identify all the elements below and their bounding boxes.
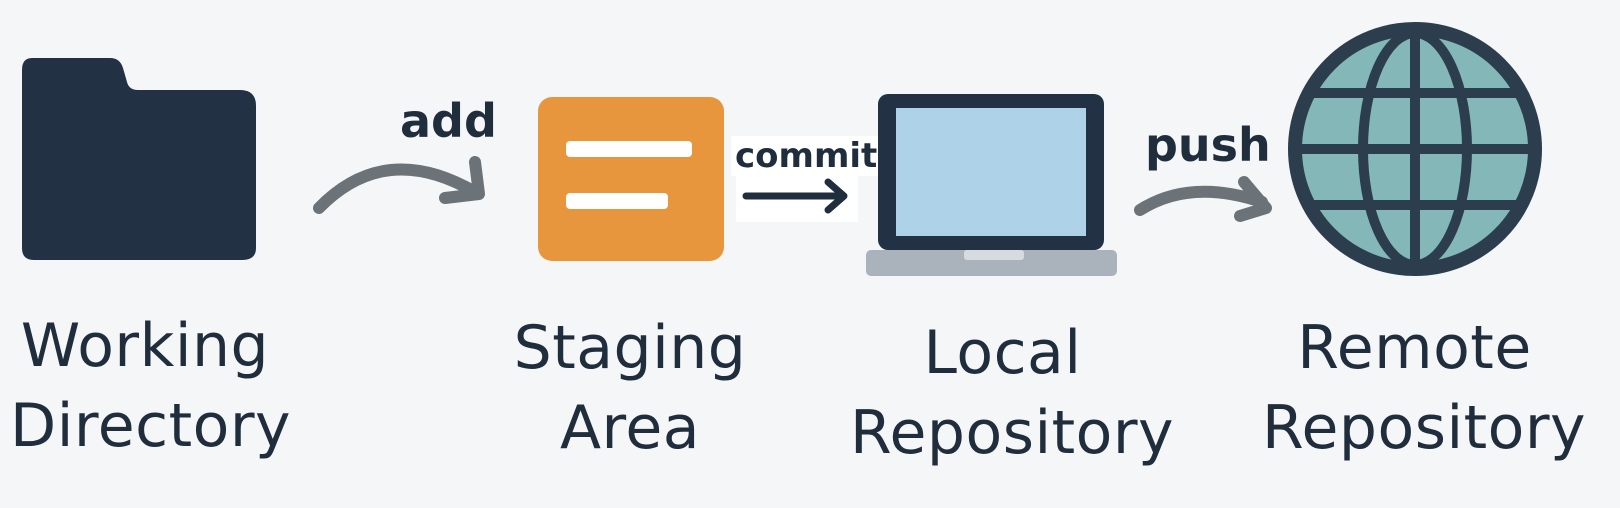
staging-card-icon bbox=[538, 97, 724, 261]
globe-icon bbox=[1288, 22, 1542, 276]
staging-area-label: Staging Area bbox=[510, 308, 750, 468]
remote-repository-label: Remote Repository bbox=[1262, 308, 1587, 468]
local-repository-line2: Repository bbox=[850, 398, 1175, 468]
remote-repository-line2: Repository bbox=[1262, 393, 1587, 463]
staging-area-line1: Staging bbox=[513, 313, 747, 383]
commit-arrow bbox=[736, 172, 858, 222]
working-directory-line1: Working bbox=[20, 311, 270, 381]
staging-area-line2: Area bbox=[559, 393, 701, 463]
local-repository-label: Local Repository bbox=[850, 313, 1175, 473]
folder-icon bbox=[22, 58, 256, 260]
commit-label: commit bbox=[731, 136, 882, 176]
push-label: push bbox=[1145, 118, 1271, 172]
remote-repository-line1: Remote bbox=[1297, 313, 1532, 383]
add-arrow bbox=[313, 156, 485, 214]
push-arrow bbox=[1134, 176, 1272, 222]
working-directory-line2: Directory bbox=[10, 391, 292, 461]
laptop-icon bbox=[866, 94, 1117, 276]
add-label: add bbox=[400, 94, 497, 148]
local-repository-line1: Local bbox=[923, 318, 1082, 388]
working-directory-label: Working Directory bbox=[10, 306, 292, 466]
